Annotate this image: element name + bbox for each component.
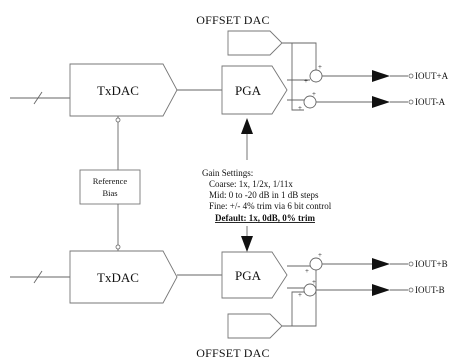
pga-label-a: PGA — [235, 83, 262, 98]
svg-text:+: + — [298, 291, 302, 299]
output-b-plus: IOUT+B — [322, 258, 448, 270]
summing-node-b-plus: + + — [305, 251, 323, 275]
input-line-a — [10, 91, 70, 105]
svg-text:+: + — [318, 63, 322, 71]
output-label-iout-plus-a: IOUT+A — [415, 71, 449, 81]
offset-dac-block-b — [227, 313, 283, 339]
pga-block-b: PGA — [221, 251, 288, 299]
pga-label-b: PGA — [235, 268, 262, 283]
gain-arrow-down — [241, 226, 253, 252]
gain-arrow-up — [241, 118, 253, 160]
txdac-block-a: TxDAC — [69, 63, 178, 117]
svg-text:+: + — [304, 77, 308, 85]
output-label-iout-minus-b: IOUT-B — [415, 285, 445, 295]
svg-text:Bias: Bias — [102, 188, 117, 198]
svg-text:Fine: +/- 4% trim via 6 bit co: Fine: +/- 4% trim via 6 bit control — [209, 201, 332, 211]
summing-node-a-plus: + + — [304, 63, 323, 85]
output-a-plus: IOUT+A — [322, 70, 449, 82]
pga-block-a: PGA — [221, 65, 288, 115]
output-a-minus: IOUT-A — [316, 96, 446, 108]
summing-node-b-minus: + + — [298, 278, 317, 299]
svg-text:Mid: 0 to -20 dB in 1 dB steps: Mid: 0 to -20 dB in 1 dB steps — [209, 190, 319, 200]
reference-bias-block: Reference Bias — [79, 169, 141, 205]
svg-text:+: + — [318, 251, 322, 259]
offset-dac-top-title: OFFSET DAC — [196, 13, 269, 27]
txdac-label-a: TxDAC — [97, 83, 139, 98]
offset-dac-block-a — [227, 30, 283, 56]
gain-settings-text: Gain Settings: Coarse: 1x, 1/2x, 1/11x M… — [202, 168, 332, 223]
output-label-iout-plus-b: IOUT+B — [415, 259, 448, 269]
svg-text:+: + — [298, 104, 302, 112]
input-line-b — [10, 270, 70, 284]
txdac-label-b: TxDAC — [97, 270, 139, 285]
summing-node-a-minus: + + — [298, 90, 317, 112]
output-label-iout-minus-a: IOUT-A — [415, 97, 446, 107]
svg-text:Coarse: 1x, 1/2x, 1/11x: Coarse: 1x, 1/2x, 1/11x — [209, 179, 293, 189]
svg-text:+: + — [305, 267, 309, 275]
gain-default-text: Default: 1x, 0dB, 0% trim — [215, 213, 315, 223]
offset-dac-bottom-title: OFFSET DAC — [196, 346, 269, 360]
svg-text:Reference: Reference — [93, 176, 128, 186]
txdac-block-b: TxDAC — [69, 250, 178, 304]
svg-text:+: + — [312, 90, 316, 98]
svg-text:+: + — [312, 278, 316, 286]
output-b-minus: IOUT-B — [316, 284, 445, 296]
svg-text:Gain Settings:: Gain Settings: — [202, 168, 253, 178]
